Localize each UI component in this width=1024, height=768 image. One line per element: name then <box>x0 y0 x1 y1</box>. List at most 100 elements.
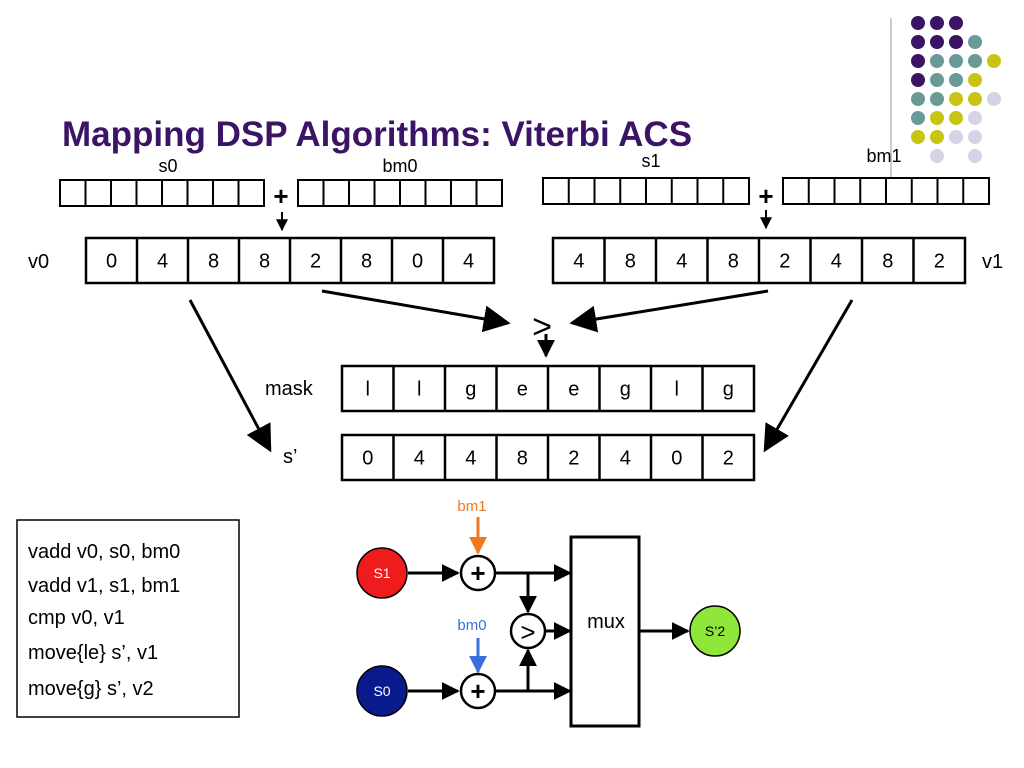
s0-node-label: S0 <box>373 683 390 699</box>
v0-cell: 4 <box>463 251 474 273</box>
output-node-label: S’2 <box>705 623 725 639</box>
decor-dot <box>930 130 944 144</box>
decor-dot <box>930 149 944 163</box>
plus-sign-right: + <box>758 181 773 211</box>
arrow-v1-to-s-prime <box>763 299 854 453</box>
v0-cell: 8 <box>208 251 219 273</box>
mask-cell: e <box>568 379 579 401</box>
decor-dot-grid <box>911 16 1001 163</box>
s-prime-cell: 4 <box>465 448 476 470</box>
s-prime-cell: 2 <box>723 448 734 470</box>
label-bm1: bm1 <box>866 146 901 166</box>
decor-dot <box>911 92 925 106</box>
page-title: Mapping DSP Algorithms: Viterbi ACS <box>62 115 692 154</box>
mask-cell: l <box>675 379 679 401</box>
arrow-v0-to-s-prime <box>188 299 272 453</box>
v1-cell: 2 <box>779 251 790 273</box>
decor-dot <box>987 92 1001 106</box>
code-line: move{g} s’, v2 <box>28 678 154 700</box>
v1-cell: 4 <box>831 251 842 273</box>
label-mask: mask <box>265 378 314 400</box>
decor-dot <box>949 130 963 144</box>
decor-dot <box>911 54 925 68</box>
v1-cell: 4 <box>573 251 584 273</box>
decor-dot <box>968 54 982 68</box>
decor-dot <box>930 16 944 30</box>
s-prime-cell: 0 <box>671 448 682 470</box>
v0-cell: 0 <box>106 251 117 273</box>
label-v0: v0 <box>28 251 49 273</box>
code-box: vadd v0, s0, bm0 vadd v1, s1, bm1 cmp v0… <box>16 519 240 718</box>
decor-dot <box>911 130 925 144</box>
v1-cell: 8 <box>882 251 893 273</box>
decor-dot <box>968 111 982 125</box>
decor-dot <box>968 35 982 49</box>
decor-dot <box>930 111 944 125</box>
arrow-v1-to-compare <box>569 289 769 333</box>
v0-cell: 0 <box>412 251 423 273</box>
decor-dot <box>949 54 963 68</box>
adder-top-symbol: + <box>470 558 485 588</box>
s1-node-label: S1 <box>373 565 390 581</box>
s-prime-cell: 8 <box>517 448 528 470</box>
v1-cell: 2 <box>934 251 945 273</box>
circuit-bm1-label: bm1 <box>457 498 486 515</box>
v0-cell: 8 <box>361 251 372 273</box>
circuit-bm0-label: bm0 <box>457 617 486 634</box>
register-bm1 <box>782 177 990 205</box>
decor-dot <box>911 35 925 49</box>
acs-circuit: bm1 bm0 S1 S0 + + > mux S’2 <box>356 498 741 728</box>
decor-dot <box>949 111 963 125</box>
decor-dot <box>968 73 982 87</box>
decor-dot <box>968 149 982 163</box>
register-s1 <box>542 177 750 205</box>
decor-dot <box>949 92 963 106</box>
v1-cell: 8 <box>625 251 636 273</box>
mask-cell: l <box>366 379 370 401</box>
mask-cell: e <box>517 379 528 401</box>
adder-bottom-symbol: + <box>470 676 485 706</box>
register-s0 <box>59 179 265 207</box>
output-node <box>689 605 741 657</box>
mask-cell: l <box>417 379 421 401</box>
label-s-prime: s’ <box>283 446 297 468</box>
register-bm0 <box>297 179 503 207</box>
decor-dot <box>911 73 925 87</box>
vector-v1: 4 8 4 8 2 4 8 2 <box>551 236 967 285</box>
plus-sign-left: + <box>273 181 288 211</box>
s-prime-cell: 4 <box>620 448 631 470</box>
v1-cell: 4 <box>676 251 687 273</box>
v1-cell: 8 <box>728 251 739 273</box>
decor-dot <box>949 16 963 30</box>
decor-dot <box>930 73 944 87</box>
decor-dot <box>930 54 944 68</box>
mux-box <box>569 535 641 728</box>
mask-cell: g <box>465 379 476 401</box>
mux-label: mux <box>587 611 625 633</box>
decor-dot <box>968 130 982 144</box>
decor-dot <box>949 35 963 49</box>
s-prime-cell: 0 <box>362 448 373 470</box>
code-line: cmp v0, v1 <box>28 607 125 629</box>
code-line: vadd v0, s0, bm0 <box>28 541 180 563</box>
mask-cell: g <box>620 379 631 401</box>
s1-node <box>356 547 408 599</box>
s0-node <box>356 665 408 717</box>
decor-dot <box>911 111 925 125</box>
decor-dot <box>968 92 982 106</box>
v0-cell: 8 <box>259 251 270 273</box>
code-line: vadd v1, s1, bm1 <box>28 575 180 597</box>
s-prime-cell: 2 <box>568 448 579 470</box>
s-prime-cell: 4 <box>414 448 425 470</box>
decor-dot <box>949 73 963 87</box>
mask-cell: g <box>723 379 734 401</box>
code-line: move{le} s’, v1 <box>28 642 158 664</box>
v0-cell: 4 <box>157 251 168 273</box>
decor-dot <box>911 16 925 30</box>
decor-dot <box>930 35 944 49</box>
label-bm0: bm0 <box>382 156 417 176</box>
compare-symbol: > <box>532 308 552 346</box>
